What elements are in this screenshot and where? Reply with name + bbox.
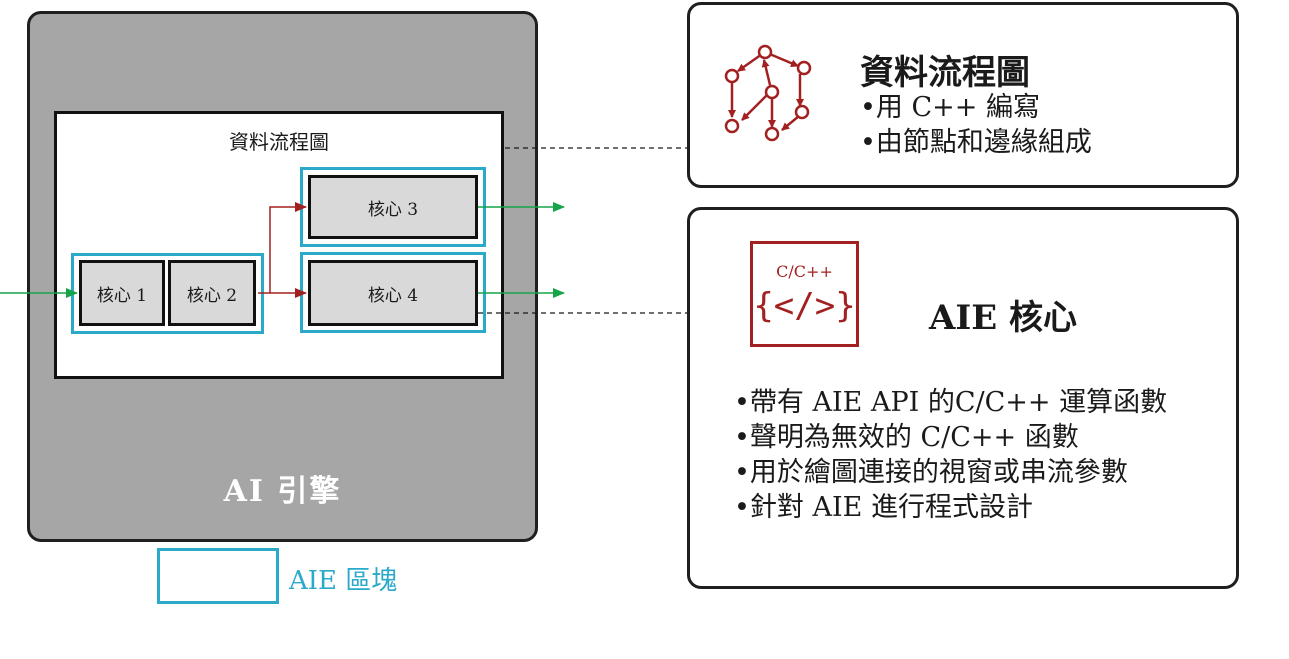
dataflow-card-title: 資料流程圖 bbox=[860, 53, 1030, 93]
dataflow-graph-title: 資料流程圖 bbox=[229, 130, 329, 154]
ai-engine-title: AI 引擎 bbox=[223, 474, 342, 509]
code-icon-text: C/C++ bbox=[776, 262, 833, 281]
dataflow-bullet-1: •用 C++ 編寫 bbox=[860, 92, 1040, 123]
kernel-bullet-3: •用於繪圖連接的視窗或串流參數 bbox=[734, 457, 1128, 488]
dataflow-bullet-2: •由節點和邊緣組成 bbox=[860, 127, 1092, 158]
code-brackets-icon bbox=[750, 241, 859, 347]
kernel-1: 核心 1 bbox=[79, 260, 165, 326]
kernel-bullet-2: •聲明為無效的 C/C++ 函數 bbox=[734, 422, 1079, 453]
dataflow-graph-card bbox=[687, 2, 1239, 188]
kernel-3: 核心 3 bbox=[308, 175, 478, 239]
kernel-2: 核心 2 bbox=[168, 260, 256, 326]
kernel-bullet-1: •帶有 AIE API 的C/C++ 運算函數 bbox=[734, 387, 1168, 418]
kernel-4: 核心 4 bbox=[308, 260, 478, 326]
edge-kernel2-to-kernel3 bbox=[258, 202, 307, 294]
aie-kernel-card bbox=[687, 207, 1239, 589]
legend-aie-tile-label: AIE 區塊 bbox=[289, 566, 398, 596]
code-icon-glyph: {</>} bbox=[753, 286, 856, 326]
kernel-card-title: AIE 核心 bbox=[929, 298, 1078, 338]
kernel-bullet-4: •針對 AIE 進行程式設計 bbox=[734, 492, 1033, 523]
legend-aie-tile-swatch bbox=[157, 548, 279, 604]
graph-nodes-icon bbox=[724, 44, 812, 142]
kernel-card-bullets: •帶有 AIE API 的C/C++ 運算函數 •聲明為無效的 C/C++ 函數… bbox=[734, 385, 1167, 525]
dataflow-card-bullets: •用 C++ 編寫 •由節點和邊緣組成 bbox=[860, 90, 1092, 160]
